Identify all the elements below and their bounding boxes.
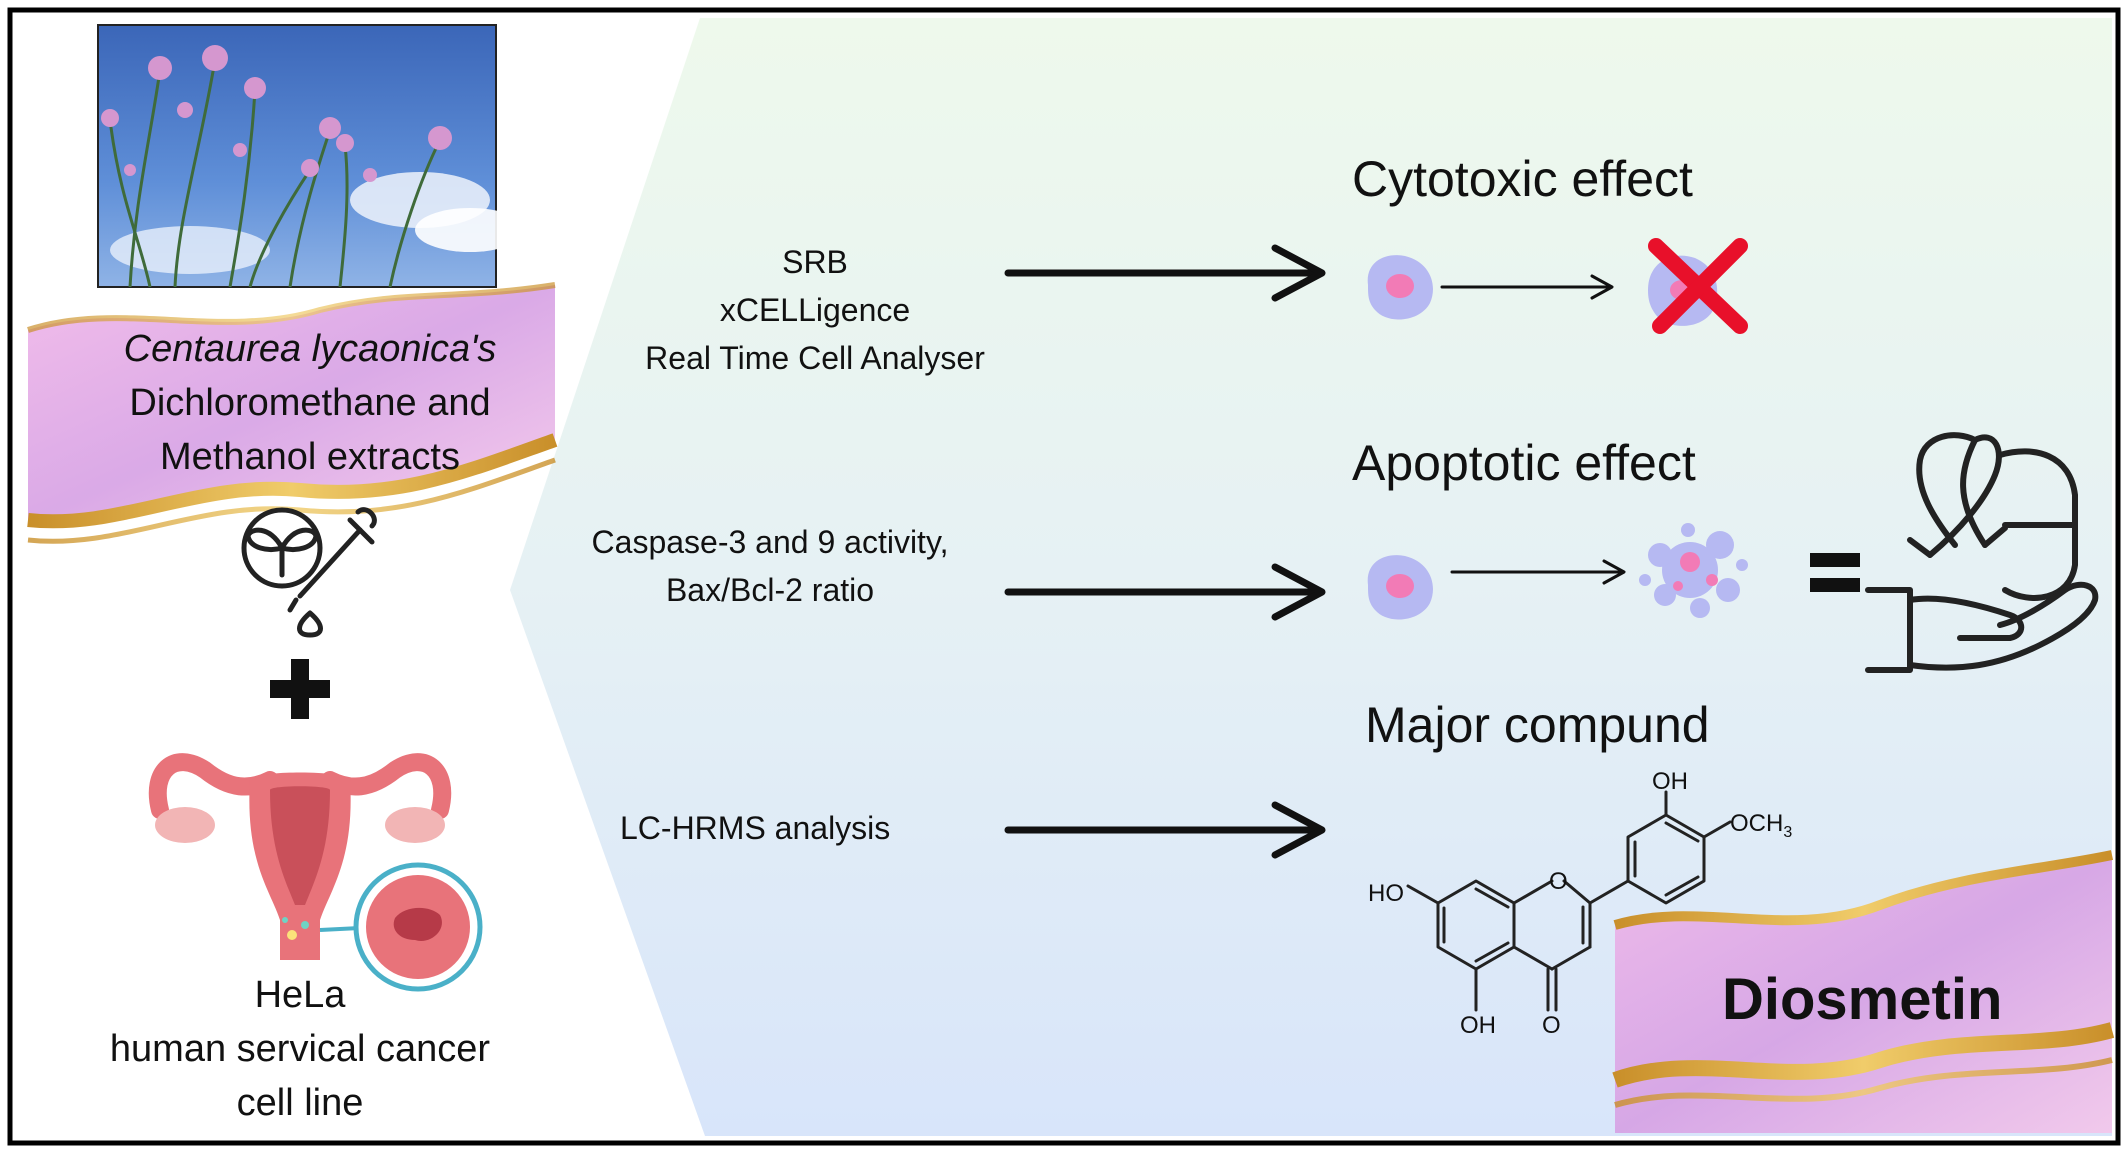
- apoptotic-methods: Caspase-3 and 9 activity, Bax/Bcl-2 rati…: [560, 518, 980, 614]
- atom-carbonyl-oxygen: O: [1542, 1012, 1561, 1039]
- cell-healthy-apoptotic: [1367, 555, 1433, 620]
- cytotoxic-methods: SRB xCELLigence Real Time Cell Analyser: [600, 238, 1030, 382]
- atom-ho-left: HO: [1368, 880, 1404, 907]
- heading-cytotoxic-effect: Cytotoxic effect: [1352, 151, 1693, 207]
- atom-och3-main: OCH: [1730, 810, 1784, 837]
- cell-line-label: HeLa human servical cancer cell line: [20, 968, 580, 1130]
- cell-line-type: cell line: [236, 1082, 364, 1124]
- cell-healthy-cytotoxic: [1367, 255, 1433, 320]
- extract-type: Methanol extracts: [160, 436, 460, 478]
- arrows: [1004, 244, 1626, 859]
- extract-solvents: Dichloromethane and: [129, 382, 491, 424]
- heading-apoptotic-effect: Apoptotic effect: [1352, 435, 1696, 491]
- method-lc-hrms: LC-HRMS analysis: [620, 810, 891, 846]
- frame-border: [7, 7, 2121, 1146]
- atom-och3-subscript: 3: [1783, 823, 1793, 841]
- ribbon-capsule-hand-icon: [1865, 432, 2099, 673]
- atom-oh-bottom: OH: [1460, 1012, 1496, 1039]
- atom-oh-top: OH: [1652, 768, 1688, 795]
- method-caspase: Caspase-3 and 9 activity,: [591, 524, 949, 560]
- cross-icon: [1648, 238, 1748, 334]
- cell-line-name: HeLa: [254, 974, 346, 1016]
- extract-label: Centaurea lycaonica's Dichloromethane an…: [40, 322, 580, 484]
- method-bax-bcl2: Bax/Bcl-2 ratio: [665, 572, 875, 608]
- cell-line-description: human servical cancer: [109, 1028, 491, 1070]
- cell-apoptotic-fragmented: [1639, 523, 1748, 618]
- heading-major-compound: Major compund: [1365, 697, 1710, 753]
- method-rtca: Real Time Cell Analyser: [645, 340, 985, 376]
- uterus-illustration: [148, 753, 483, 992]
- plant-photo: [97, 24, 525, 288]
- method-srb: SRB: [782, 244, 848, 280]
- extract-icon: [241, 507, 377, 638]
- plus-sign: [270, 659, 330, 719]
- pink-gold-wave-left: [27, 282, 558, 544]
- equals-sign: [1810, 553, 1860, 592]
- atom-ring-oxygen: O: [1549, 868, 1568, 895]
- atom-och3: OCH3: [1730, 810, 1792, 842]
- extract-species: Centaurea lycaonica's: [123, 328, 497, 370]
- diosmetin-structure: [1406, 790, 1732, 1012]
- result-diosmetin: Diosmetin: [1722, 967, 2003, 1032]
- pink-gold-wave-right: [1612, 850, 2115, 1133]
- method-xcelligence: xCELLigence: [719, 292, 911, 328]
